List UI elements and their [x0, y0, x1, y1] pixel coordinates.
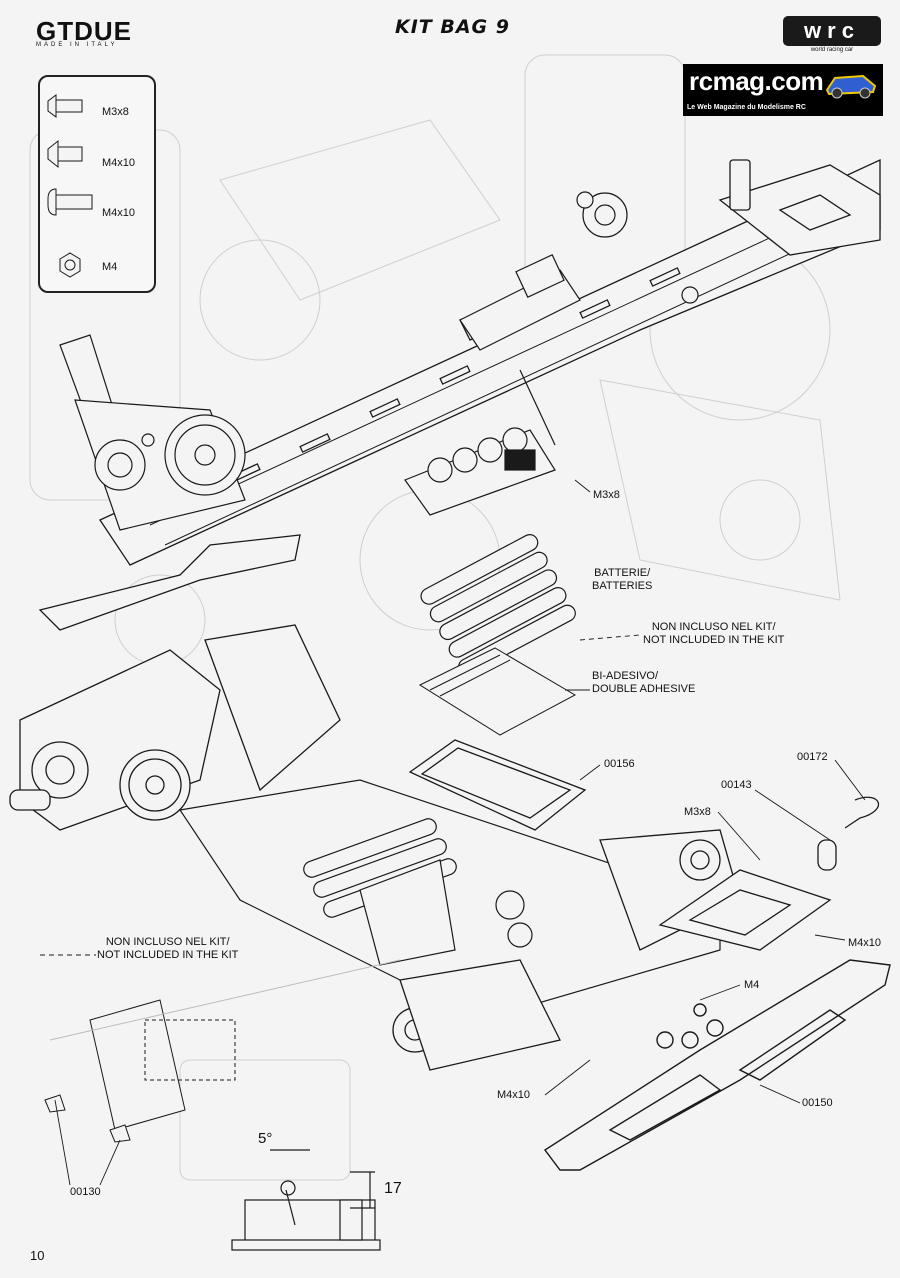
- front-bumper-top: [718, 159, 881, 256]
- hex-nut-icon: [59, 252, 81, 278]
- double-adhesive-sheet: [418, 647, 577, 736]
- callout-part-00143: 00143: [721, 779, 752, 791]
- callout-m3x8-top: M3x8: [593, 489, 620, 501]
- callout-part-00150: 00150: [802, 1097, 833, 1109]
- wrc-tagline: world racing car: [810, 47, 854, 53]
- dimension-label: 17: [384, 1180, 402, 1197]
- angle-label: 5°: [258, 1130, 273, 1147]
- background-ghost-drawing: [29, 54, 841, 1181]
- servo-mount: [44, 959, 401, 1143]
- callout-not-included-left: NON INCLUSO NEL KIT/ NOT INCLUDED IN THE…: [97, 936, 239, 961]
- front-gearbox: [59, 334, 246, 531]
- button-head-screw-icon: [47, 188, 93, 216]
- callout-m3x8-right: M3x8: [684, 806, 711, 818]
- front-bumper-00150: [543, 959, 891, 1171]
- front-brace: [658, 796, 880, 951]
- legend-label-m3x8: M3x8: [102, 106, 129, 118]
- callout-part-00130: 00130: [70, 1186, 101, 1198]
- callout-not-included-right: NON INCLUSO NEL KIT/ NOT INCLUDED IN THE…: [643, 621, 785, 646]
- page-number: 10: [30, 1248, 45, 1263]
- battery-tray-00156: [408, 739, 587, 831]
- legend-label-m4x10-countersunk: M4x10: [102, 157, 136, 169]
- legend-icons: [47, 94, 93, 278]
- legend-label-m4x10-button: M4x10: [102, 207, 136, 219]
- rcmag-title: rcmag.com: [689, 66, 824, 96]
- legend-label-m4: M4: [102, 261, 118, 273]
- batteries: [420, 534, 576, 676]
- callout-m4x10-bottom: M4x10: [497, 1089, 531, 1101]
- callout-m4x10-right: M4x10: [848, 937, 882, 949]
- front-upright: [392, 829, 741, 1071]
- callout-double-adhesive: BI-ADESIVO/ DOUBLE ADHESIVE: [592, 670, 696, 695]
- rcmag-subtitle: Le Web Magazine du Modelisme RC: [687, 104, 806, 111]
- battery-holder-top: [404, 369, 556, 516]
- servo-saver-detail: [231, 1149, 381, 1251]
- servo-top: [459, 191, 699, 351]
- leader-lines: [40, 479, 866, 1186]
- gtdue-logo: GTDUE: [36, 16, 132, 46]
- gtdue-tagline: MADE IN ITALY: [36, 42, 118, 48]
- callout-part-00156: 00156: [604, 758, 635, 770]
- callout-batteries: BATTERIE/ BATTERIES: [592, 567, 653, 592]
- countersunk-screw-icon: [47, 139, 83, 169]
- page-title: KIT BAG 9: [395, 16, 510, 38]
- rear-gearbox: [9, 534, 341, 831]
- rc-car-icon: [825, 74, 877, 99]
- countersunk-screw-icon: [47, 94, 83, 118]
- callout-part-00172: 00172: [797, 751, 828, 763]
- callout-m4: M4: [744, 979, 760, 991]
- rcmag-watermark: rcmag.com Le Web Magazine du Modelisme R…: [683, 64, 883, 116]
- hardware-legend: M3x8 M4x10 M4x10 M4: [38, 75, 156, 293]
- lower-chassis: [178, 779, 721, 1021]
- wrc-logo: wrc: [783, 16, 881, 46]
